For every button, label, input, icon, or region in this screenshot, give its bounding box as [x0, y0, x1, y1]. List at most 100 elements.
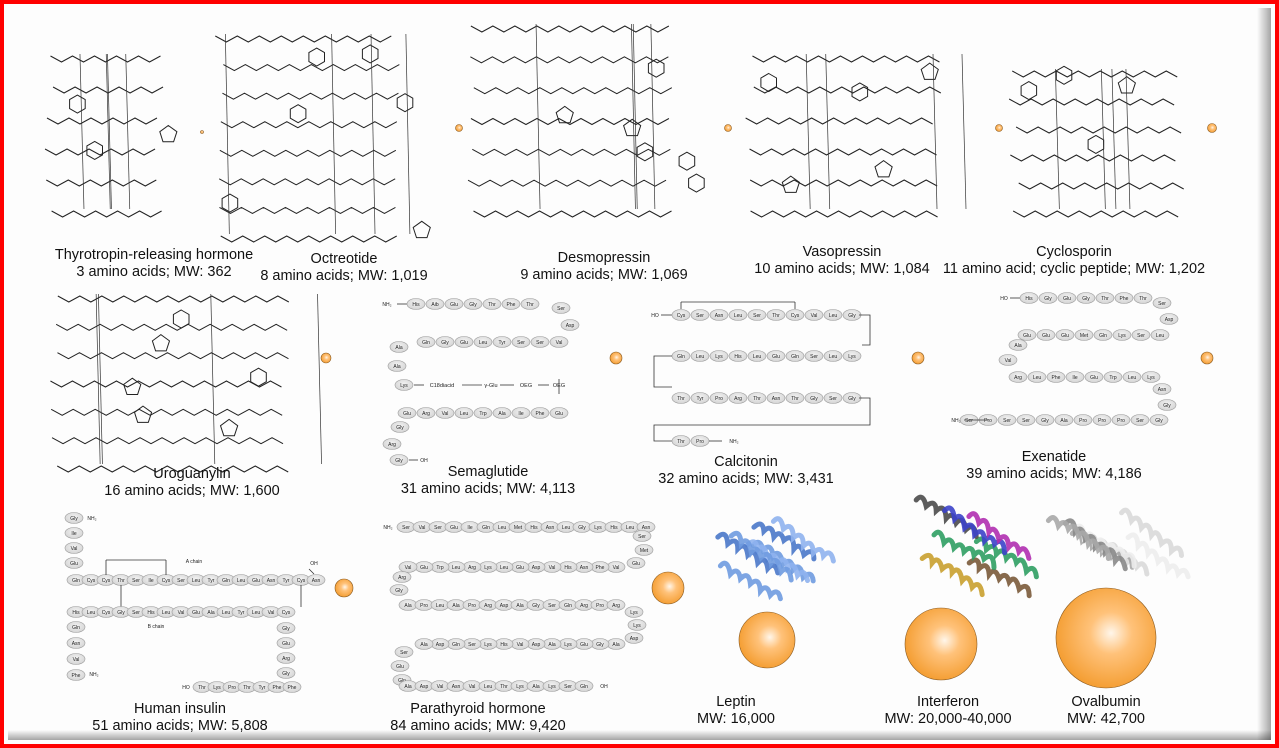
- residue-label: Gly: [1155, 418, 1163, 424]
- residue-bead: [382, 438, 402, 450]
- bond-line: [308, 568, 315, 575]
- residue-label: Ser: [434, 525, 442, 531]
- residue-label: Tyr: [499, 340, 506, 346]
- residue-bead: [709, 309, 729, 321]
- residue-label: Ser: [564, 684, 572, 690]
- residue-bead: [549, 407, 569, 419]
- residue-bead: [416, 407, 436, 419]
- residue-label: Leu: [696, 354, 705, 360]
- bond-chain: [1015, 126, 1182, 134]
- ring: [555, 105, 574, 124]
- residue-bead: [1016, 414, 1036, 426]
- residue-label: Leu: [436, 603, 445, 609]
- residue-label: Cys: [87, 578, 96, 584]
- ring: [688, 173, 705, 193]
- residue-bead: [804, 350, 824, 362]
- residue-label: Gly: [1041, 418, 1049, 424]
- bond-line: [650, 23, 656, 210]
- residue-bead: [492, 407, 512, 419]
- residue-bead: [1095, 292, 1115, 304]
- residue-label: Lys: [848, 354, 856, 360]
- residue-label: Gly: [1082, 296, 1090, 302]
- size-marker-sphere: [455, 124, 463, 132]
- residue-label: Glu: [252, 578, 260, 584]
- residue-label: Ile: [1072, 375, 1078, 381]
- residue-bead: [1008, 339, 1028, 351]
- bond-chain: [473, 87, 673, 95]
- residue-bead: [842, 350, 862, 362]
- residue-label: Tyr: [283, 578, 290, 584]
- residue-label: His: [500, 642, 508, 648]
- residue-bead: [394, 646, 414, 658]
- bond-line: [370, 33, 376, 235]
- helix-ribbon: [942, 505, 1008, 556]
- residue-bead: [276, 652, 296, 664]
- residue-label: Ala: [548, 642, 555, 648]
- caption-vasopressin: Vasopressin 10 amino acids; MW: 1,084: [754, 244, 929, 278]
- residue-bead: [276, 667, 296, 679]
- residue-label: Tyr: [259, 685, 266, 691]
- bond-line: [535, 23, 541, 210]
- residue-label: Asn: [715, 313, 724, 319]
- residue-label: Glu: [70, 561, 78, 567]
- residue-label: Thr: [526, 302, 534, 308]
- residue-bead: [282, 681, 302, 693]
- size-marker-sphere: [609, 351, 623, 365]
- bond-line: [405, 33, 411, 235]
- residue-label: Thr: [791, 396, 799, 402]
- residue-label: Ala: [1060, 418, 1067, 424]
- residue-label: Phe: [1120, 296, 1129, 302]
- residue-label: Thr: [753, 396, 761, 402]
- residue-label: Ser: [517, 340, 525, 346]
- residue-label: Ile: [148, 578, 154, 584]
- residue-label: Leu: [500, 565, 509, 571]
- terminal-label: NH₂: [951, 418, 960, 424]
- residue-label: Asn: [1158, 387, 1167, 393]
- residue-bead: [551, 302, 571, 314]
- residue-label: Arg: [422, 411, 430, 417]
- residue-label: Val: [1005, 358, 1012, 364]
- residue-label: Leu: [753, 354, 762, 360]
- bond-chain: [51, 210, 162, 218]
- residue-label: Pro: [420, 603, 428, 609]
- residue-label: Asp: [532, 565, 541, 571]
- bond-chain: [750, 210, 938, 218]
- residue-label: Val: [811, 313, 818, 319]
- residue-label: Leu: [460, 411, 469, 417]
- residue-label: Glu: [772, 354, 780, 360]
- size-marker-sphere: [200, 130, 204, 134]
- residue-bead: [1057, 292, 1077, 304]
- bond-chain: [745, 117, 933, 125]
- connector: [653, 355, 672, 388]
- residue-bead: [1008, 371, 1028, 383]
- connector: [859, 314, 871, 346]
- molecule-detail: 3 amino acids; MW: 362: [76, 264, 232, 280]
- bond-chain: [57, 352, 289, 360]
- residue-label: Tyr: [697, 396, 704, 402]
- bond-line: [1125, 68, 1131, 210]
- molecule-detail: MW: 20,000-40,000: [884, 711, 1012, 727]
- residue-bead: [997, 414, 1017, 426]
- residue-label: Leu: [829, 313, 838, 319]
- bond-line: [825, 53, 831, 210]
- residue-label: Val: [178, 610, 185, 616]
- residue-label: Ser: [829, 396, 837, 402]
- ring: [361, 44, 379, 64]
- residue-label: Ser: [1158, 301, 1166, 307]
- residue-label: Lys: [1118, 333, 1126, 339]
- residue-bead: [530, 336, 550, 348]
- molecule-detail: 32 amino acids; MW: 3,431: [658, 471, 834, 487]
- residue-label: Ser: [402, 525, 410, 531]
- residue-label: Leu: [1128, 375, 1137, 381]
- residue-label: Gln: [222, 578, 230, 584]
- bond-line: [105, 53, 111, 210]
- ring: [623, 118, 642, 137]
- helix-ribbon: [1125, 532, 1191, 580]
- ring: [219, 418, 239, 437]
- bond-chain: [223, 64, 400, 72]
- ring: [1087, 134, 1105, 154]
- caption-uroguanylin: Uroguanylin 16 amino acids; MW: 1,600: [104, 466, 279, 500]
- residue-bead: [632, 530, 652, 542]
- molecule-detail: 11 amino acid; cyclic peptide; MW: 1,202: [942, 261, 1206, 277]
